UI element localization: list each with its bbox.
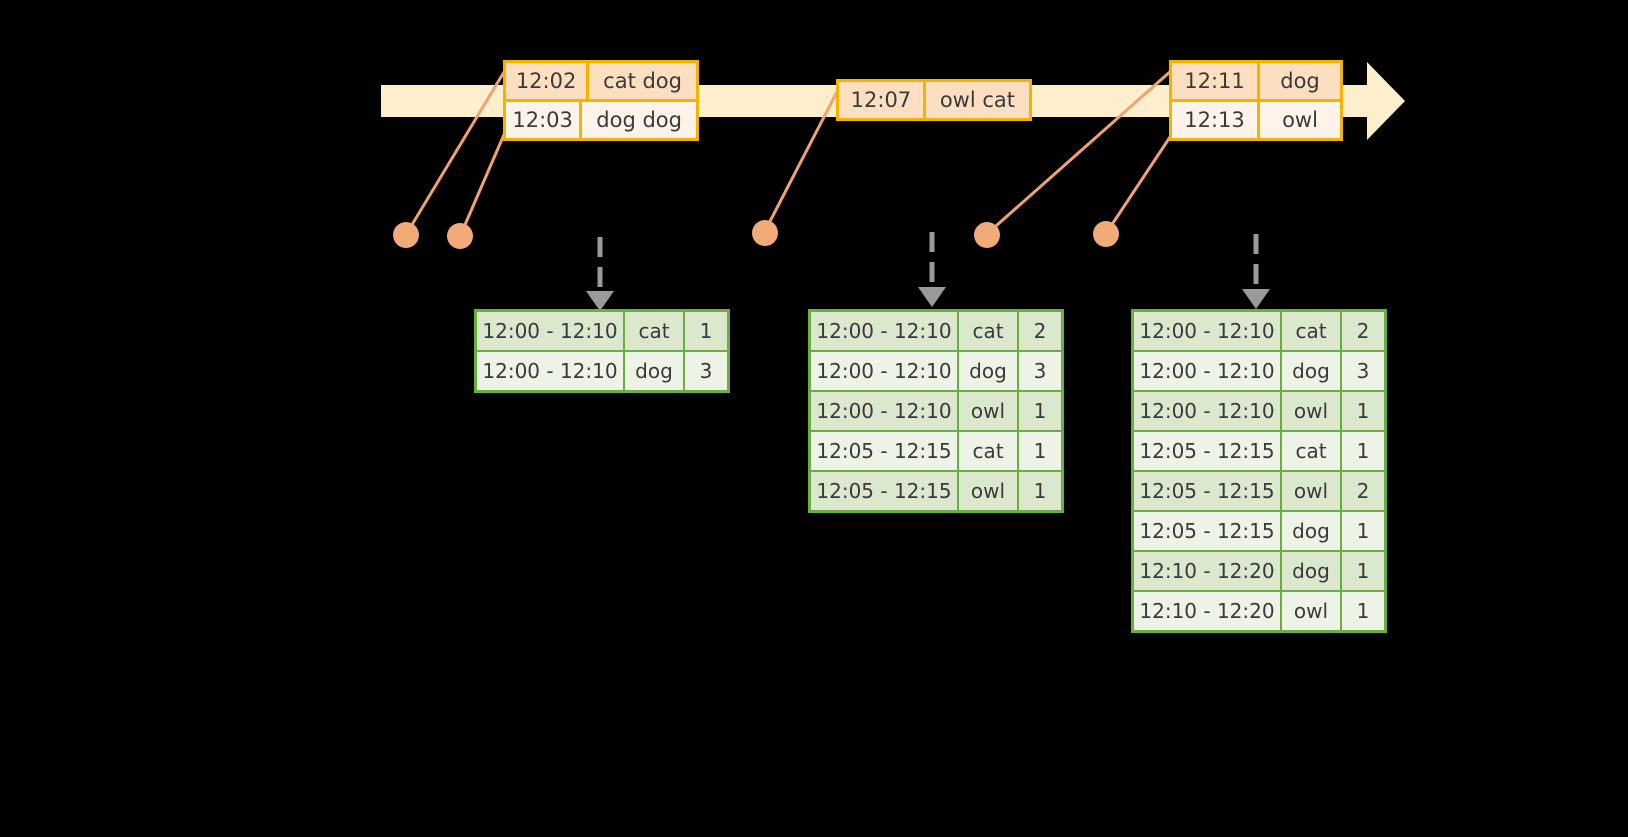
cell-count: 1 — [1033, 439, 1047, 463]
cell-window: 12:00 - 12:10 — [811, 352, 959, 390]
cell-animal: dog — [1282, 352, 1342, 390]
cell-window: 12:10 - 12:20 — [1134, 592, 1282, 630]
cell-window: 12:10 - 12:20 — [1134, 552, 1282, 590]
cell-count: 2 — [1356, 319, 1370, 343]
cell-animal: dog — [1282, 552, 1342, 590]
cell-window: 12:05 - 12:15 — [1134, 432, 1282, 470]
dashed-arrow-heads — [586, 287, 1270, 311]
dashed-arrows — [597, 232, 1259, 292]
timeline-event-group-1[interactable]: 12:02 cat dog 12:03 dog dog — [503, 60, 699, 141]
cell-window: 12:00 - 12:10 — [477, 352, 625, 390]
cell-window: 12:05 - 12:15 — [811, 472, 959, 510]
cell-window: 12:00 - 12:10 — [811, 312, 959, 350]
cell-animal: owl — [959, 472, 1019, 510]
cell-animal: dog — [625, 352, 685, 390]
timeline-event-group-2[interactable]: 12:07 owl cat — [836, 79, 1032, 121]
cell-count: 3 — [699, 359, 713, 383]
event-time: 12:07 — [839, 82, 926, 118]
event-time: 12:13 — [1172, 102, 1260, 138]
event-dot-2 — [447, 223, 473, 249]
timeline-event-row[interactable]: 12:03 dog dog — [506, 99, 696, 138]
cell-count: 1 — [1356, 439, 1370, 463]
cell-animal: dog — [1282, 512, 1342, 550]
timeline-event-group-3[interactable]: 12:11 dog 12:13 owl — [1169, 60, 1343, 141]
cell-count: 1 — [1033, 399, 1047, 423]
cell-count: 3 — [1033, 359, 1047, 383]
cell-animal: owl — [1282, 472, 1342, 510]
cell-window: 12:05 - 12:15 — [1134, 472, 1282, 510]
cell-window: 12:00 - 12:10 — [1134, 352, 1282, 390]
cell-count: 2 — [1356, 479, 1370, 503]
cell-window: 12:00 - 12:10 — [477, 312, 625, 350]
cell-animal: cat — [959, 432, 1019, 470]
event-value: owl cat — [939, 88, 1015, 112]
event-value: owl — [1282, 108, 1318, 132]
event-time: 12:02 — [506, 63, 590, 99]
cell-animal: cat — [959, 312, 1019, 350]
timeline-event-row[interactable]: 12:02 cat dog — [506, 63, 696, 99]
cell-animal: owl — [1282, 392, 1342, 430]
cell-count: 1 — [1356, 599, 1370, 623]
event-dot-1 — [393, 222, 419, 248]
cell-count: 1 — [1033, 479, 1047, 503]
cell-count: 1 — [1356, 399, 1370, 423]
cell-window: 12:05 - 12:15 — [811, 432, 959, 470]
cell-window: 12:05 - 12:15 — [1134, 512, 1282, 550]
cell-animal: owl — [959, 392, 1019, 430]
cell-count: 1 — [1356, 559, 1370, 583]
cell-window: 12:00 - 12:10 — [1134, 312, 1282, 350]
timeline-event-row[interactable]: 12:11 dog — [1172, 63, 1340, 99]
timeline-event-row[interactable]: 12:07 owl cat — [839, 82, 1029, 118]
cell-animal: dog — [959, 352, 1019, 390]
cell-animal: cat — [625, 312, 685, 350]
cell-window: 12:00 - 12:10 — [811, 392, 959, 430]
event-value: cat dog — [603, 69, 682, 93]
cell-count: 2 — [1033, 319, 1047, 343]
cell-count: 3 — [1356, 359, 1370, 383]
cell-window: 12:00 - 12:10 — [1134, 392, 1282, 430]
event-value: dog — [1280, 69, 1320, 93]
event-time: 12:11 — [1172, 63, 1260, 99]
timeline-event-row[interactable]: 12:13 owl — [1172, 99, 1340, 138]
cell-count: 1 — [699, 319, 713, 343]
cell-count: 1 — [1356, 519, 1370, 543]
cell-animal: cat — [1282, 432, 1342, 470]
event-value: dog dog — [596, 108, 682, 132]
event-dot-4 — [974, 222, 1000, 248]
event-origin-dots — [393, 220, 1119, 249]
cell-animal: owl — [1282, 592, 1342, 630]
cell-animal: cat — [1282, 312, 1342, 350]
event-time: 12:03 — [506, 102, 583, 138]
event-dot-5 — [1093, 221, 1119, 247]
event-dot-3 — [752, 220, 778, 246]
